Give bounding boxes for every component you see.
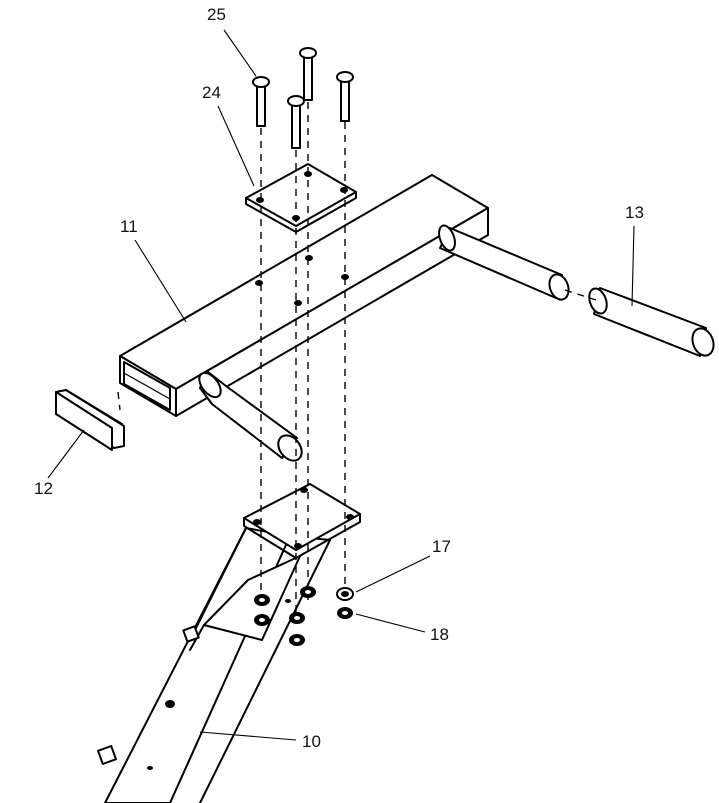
alignment-lines [117,102,597,620]
upper-plate-part-24 [245,163,357,233]
lower-mounting-plate [243,483,361,559]
foam-roller-part-13 [588,287,715,357]
callout-25: 25 [207,5,226,24]
right-axle-stub [438,224,570,301]
callout-18: 18 [430,625,449,644]
bolts-part-25 [252,47,354,149]
callout-17: 17 [432,537,451,556]
callout-12: 12 [34,479,53,498]
callout-24: 24 [202,83,221,102]
bolt-4 [287,95,305,149]
leader-lines [47,29,635,741]
washer-part-17 [336,587,354,601]
main-tube-part-11 [119,174,489,417]
frame-tube-part-10 [97,527,331,803]
callout-11: 11 [120,217,138,236]
callout-labels: 25 24 11 13 12 17 18 10 [34,5,644,751]
left-axle-stub [198,371,303,462]
callout-13: 13 [625,203,644,222]
callout-10: 10 [302,732,321,751]
nut-part-18 [337,607,353,619]
bolt-3 [336,71,354,122]
end-cap-part-12 [55,389,125,451]
washers-and-nuts [254,586,354,646]
bolt-2 [299,47,317,101]
bolt-1 [252,76,270,127]
